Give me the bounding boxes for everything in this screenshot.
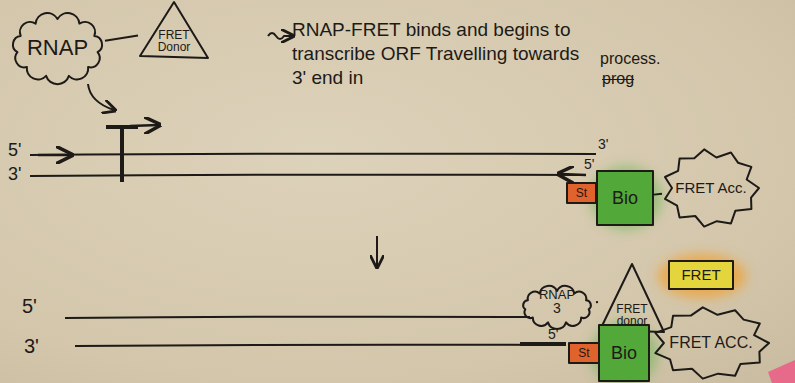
streptavidin-box: St <box>566 182 597 204</box>
signal-box: FRET <box>668 260 734 290</box>
strand-end-label: 3' <box>8 162 38 186</box>
highlighter-mark <box>768 360 795 383</box>
annotation-note: RNAP-FRET binds and begins to transcribe… <box>292 18 592 90</box>
strand-end-label: 3' <box>598 136 622 152</box>
shape-outline <box>13 13 102 84</box>
donor-triangle: FRET Donor <box>138 0 210 60</box>
step-arrow <box>376 236 378 266</box>
node-label: FRET Donor <box>149 29 199 54</box>
annotation-note: process. <box>600 50 690 68</box>
dna-strand <box>65 317 530 318</box>
shape-outline <box>597 171 653 225</box>
node-label: FRET Acc. <box>675 180 746 196</box>
bio-glow <box>590 322 658 383</box>
node-label: Bio <box>612 189 638 208</box>
shape-outline <box>523 286 591 329</box>
shape-outline <box>569 343 599 363</box>
node-label: RNAP <box>539 288 575 302</box>
shape-outline <box>600 264 664 332</box>
annotation-arrow <box>268 33 292 39</box>
promoter-arrow <box>130 125 158 126</box>
struck-word: prog <box>602 70 662 88</box>
strand-direction-arrow <box>38 154 70 157</box>
node-label: St <box>576 187 587 200</box>
bio-glow <box>590 166 662 230</box>
connector-line <box>654 193 662 196</box>
strand-end-label: 5' <box>548 326 572 342</box>
promoter-symbol <box>120 126 124 182</box>
node-label: RNAP <box>27 36 88 59</box>
node-label: FRET ACC. <box>669 335 752 352</box>
acceptor-burst: FRET ACC. <box>652 306 770 380</box>
strand-end-label: 3' <box>24 334 54 358</box>
strand-end-label: 3 <box>553 300 573 316</box>
strand-end-mark <box>520 342 566 346</box>
shape-outline <box>140 2 208 58</box>
binding-arrow <box>88 84 114 110</box>
node-label: Bio <box>611 344 637 363</box>
connector-line <box>105 36 138 41</box>
signal-glow <box>658 254 746 298</box>
shape-outline <box>655 307 769 378</box>
node-label: FRET <box>681 267 720 283</box>
dna-strand <box>30 175 586 176</box>
shape-outline <box>669 261 733 289</box>
biotin-box: Bio <box>598 324 650 382</box>
strand-end-label: 5' <box>584 156 608 172</box>
strand-end-label: 5' <box>8 138 38 162</box>
shape-outline <box>567 183 596 203</box>
shape-outline <box>599 325 649 381</box>
donor-triangle: FRET donor <box>598 262 666 334</box>
dna-strand <box>75 345 566 346</box>
dna-strand <box>30 154 596 155</box>
streptavidin-box: St <box>568 342 600 364</box>
acceptor-burst: FRET Acc. <box>662 148 760 228</box>
node-label: St <box>578 347 589 360</box>
connector-line <box>596 301 598 303</box>
strand-end-label: 5' <box>22 294 52 318</box>
biotin-box: Bio <box>596 170 654 226</box>
strand-direction-arrow <box>560 174 586 175</box>
shape-outline <box>665 149 759 226</box>
enzyme-cloud: RNAP <box>10 12 105 84</box>
